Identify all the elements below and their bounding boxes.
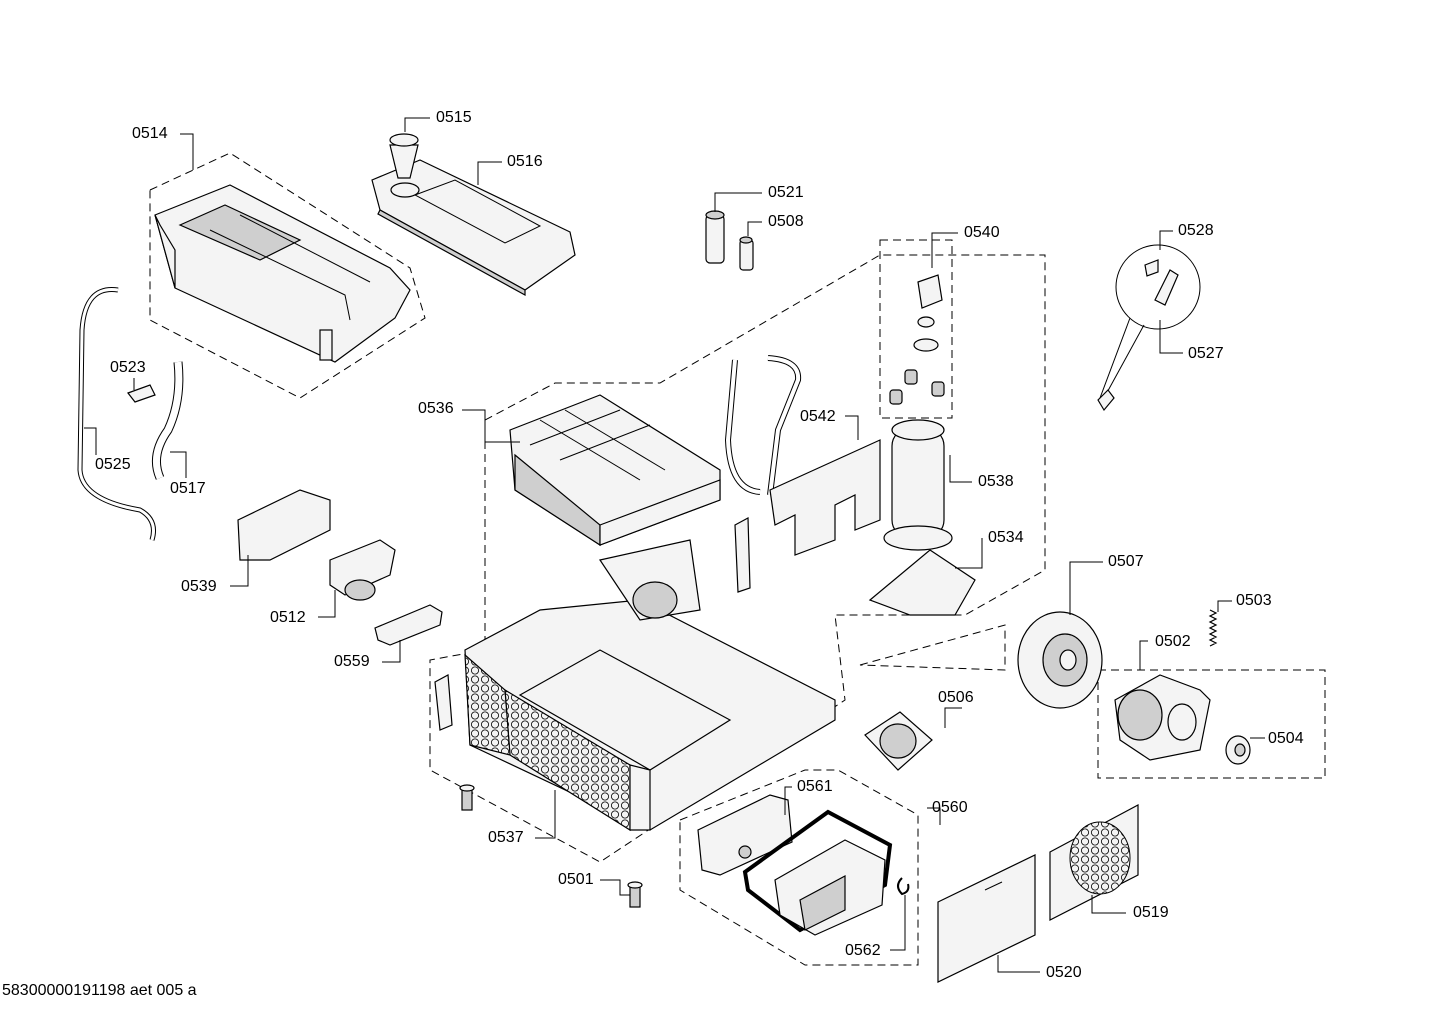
callout-0517: 0517 [170,480,206,497]
part-0512-pump [329,539,396,601]
callout-0525: 0525 [95,456,131,473]
callout-0528: 0528 [1178,222,1214,239]
callout-0542: 0542 [800,408,836,425]
part-0507-fan-wheel [1017,611,1103,709]
callout-0515: 0515 [436,109,472,126]
part-0534-base-plate [868,549,976,616]
callout-0507: 0507 [1108,553,1144,570]
callout-0560: 0560 [932,799,968,816]
detail-line [1103,324,1145,399]
part-0539-bracket [237,489,331,561]
detail-circle-sensor [1115,244,1201,330]
callout-0503: 0503 [1236,592,1272,609]
group-outline-condenser-cover [679,769,919,966]
callout-0501: 0501 [558,871,594,888]
part-pipe [724,355,802,496]
drawing-number: 58300000191198 aet 005 a [2,982,197,999]
callout-0504: 0504 [1268,730,1304,747]
group-outline-motor [1097,669,1326,779]
part-0537-base-housing [464,539,836,832]
part-0523-clip [127,384,156,403]
part-0536-heat-exchanger [509,394,721,547]
part-rail [734,517,751,593]
part-0514-tank-tray [154,184,411,363]
part-0559-holder [374,604,443,646]
callout-0540: 0540 [964,224,1000,241]
callout-0520: 0520 [1046,964,1082,981]
callout-0536: 0536 [418,400,454,417]
part-0504-coupling [1225,735,1251,765]
part-0508-capacitor [739,236,754,271]
group-outline-motor-mount [859,624,1006,671]
group-outline-compressor-valves [879,239,953,419]
part-0561-cover-plate [697,794,793,876]
group-outline-water-tank [149,152,426,399]
callout-0562: 0562 [845,942,881,959]
part-0515-cap [389,133,419,179]
callout-0537: 0537 [488,829,524,846]
callout-0508: 0508 [768,213,804,230]
part-0519-filter-grille [1049,803,1139,921]
part-side-panel [434,674,453,731]
part-0517-hose-core [152,361,183,480]
part-0503-spring [1208,609,1218,647]
group-outline-main-assembly [429,254,1046,863]
callout-0516: 0516 [507,153,543,170]
part-0520-flap [937,854,1036,983]
part-0516-tank-cover [371,159,576,297]
leader-lines [84,117,1265,973]
callout-0527: 0527 [1188,345,1224,362]
callout-0539: 0539 [181,578,217,595]
part-0560-drawer [774,839,886,936]
callout-0519: 0519 [1133,904,1169,921]
part-screw [459,784,475,811]
part-0525-hose [77,287,156,541]
part-0538-compressor [883,419,953,551]
part-0542-insulation [769,439,881,556]
part-seal-frame [742,809,893,933]
part-0525-hose-core [78,288,155,541]
callout-0506: 0506 [938,689,974,706]
callout-0538: 0538 [978,473,1014,490]
part-0527-sensor [1097,259,1179,412]
callout-0523: 0523 [110,359,146,376]
callout-0502: 0502 [1155,633,1191,650]
callout-0512: 0512 [270,609,306,626]
part-0501-screw [627,881,643,908]
part-pipe-core [725,356,801,496]
callout-0561: 0561 [797,778,833,795]
part-0502-motor [1114,674,1211,761]
callout-0521: 0521 [768,184,804,201]
callout-0514: 0514 [132,125,168,142]
detail-line [1099,317,1131,399]
part-0521-capacitor [705,210,725,264]
part-0540-valve-kit [889,274,945,405]
callout-0534: 0534 [988,529,1024,546]
part-0506-cooling-fan [864,711,933,771]
callout-0559: 0559 [334,653,370,670]
part-0562-clip [897,877,910,896]
